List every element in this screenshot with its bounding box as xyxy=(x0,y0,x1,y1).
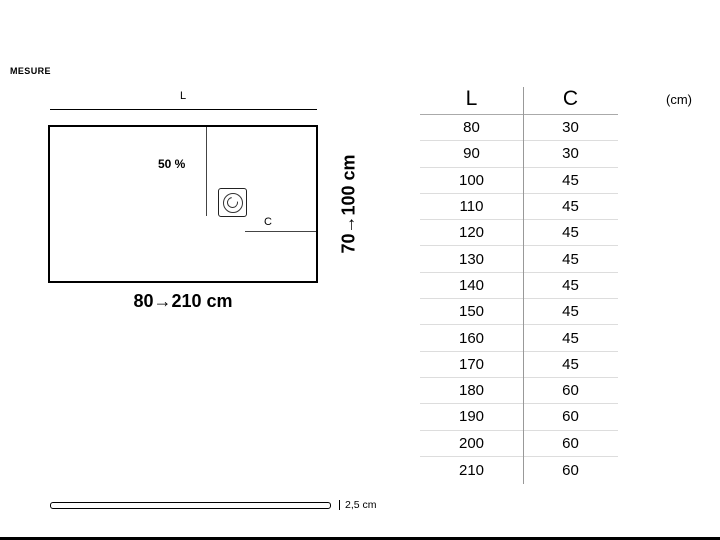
table-header: L C xyxy=(420,84,618,114)
drain-position-hline xyxy=(245,231,316,232)
thickness-label: 2,5 cm xyxy=(345,499,377,511)
cell-length: 160 xyxy=(458,329,485,347)
page-title: MESURE xyxy=(10,66,51,76)
width-range-label: 70→100 cm xyxy=(338,154,359,254)
cell-length: 150 xyxy=(458,303,485,321)
drain-icon xyxy=(218,188,247,217)
table-row: 140 45 xyxy=(420,273,618,300)
cell-width: 45 xyxy=(562,171,579,189)
header-cell-length: L xyxy=(465,87,478,110)
cell-length: 170 xyxy=(458,355,485,373)
header-divider xyxy=(420,114,618,115)
length-dim-line xyxy=(50,109,317,110)
cell-width: 45 xyxy=(562,355,579,373)
column-divider xyxy=(523,87,524,484)
table-row: 150 45 xyxy=(420,299,618,326)
table-row: 100 45 xyxy=(420,168,618,194)
slope-label: 50 % xyxy=(158,157,186,171)
drain-ring-outer xyxy=(222,192,243,213)
cell-length: 200 xyxy=(458,434,485,452)
table-row: 90 30 xyxy=(420,141,618,168)
table-row: 170 45 xyxy=(420,352,618,378)
table-row: 130 45 xyxy=(420,246,618,273)
cell-width: 45 xyxy=(562,276,579,294)
cell-length: 100 xyxy=(458,171,485,189)
table-row: 160 45 xyxy=(420,325,618,352)
cell-length: 120 xyxy=(458,224,485,242)
table-row: 190 60 xyxy=(420,404,618,431)
cell-width: 30 xyxy=(562,119,579,137)
length-dim-label: L xyxy=(179,90,187,102)
cell-length: 140 xyxy=(458,276,485,294)
header-cell-width: C xyxy=(562,87,579,110)
table-row: 110 45 xyxy=(420,194,618,221)
cell-width: 45 xyxy=(562,303,579,321)
width-dim-label: C xyxy=(264,216,272,228)
tray-outline: 50 % C xyxy=(48,125,318,283)
unit-label: (cm) xyxy=(666,92,692,107)
cell-width: 45 xyxy=(562,250,579,268)
table-row: 80 30 xyxy=(420,115,618,142)
cell-length: 130 xyxy=(458,250,485,268)
cell-length: 110 xyxy=(459,198,484,216)
side-profile-bar xyxy=(50,502,331,509)
cell-width: 45 xyxy=(562,329,579,347)
cell-width: 30 xyxy=(562,145,579,163)
bottom-border-line xyxy=(0,537,720,540)
cell-length: 210 xyxy=(458,461,485,479)
table-row: 120 45 xyxy=(420,220,618,247)
cell-length: 180 xyxy=(458,382,485,400)
table-row: 210 60 xyxy=(420,457,618,483)
cell-width: 45 xyxy=(562,198,579,216)
thickness-tick xyxy=(339,500,340,510)
cell-width: 60 xyxy=(562,461,579,479)
cell-length: 90 xyxy=(463,145,480,163)
table-row: 180 60 xyxy=(420,378,618,405)
drain-ring-inner xyxy=(224,194,241,211)
cell-width: 60 xyxy=(562,382,579,400)
length-range-label: 80→210 cm xyxy=(133,291,233,311)
table-row: 200 60 xyxy=(420,431,618,457)
cell-length: 80 xyxy=(463,119,480,137)
cell-width: 45 xyxy=(562,224,579,242)
cell-length: 190 xyxy=(458,408,485,426)
drain-position-vline xyxy=(206,127,207,216)
cell-width: 60 xyxy=(562,434,579,452)
cell-width: 60 xyxy=(562,408,579,426)
